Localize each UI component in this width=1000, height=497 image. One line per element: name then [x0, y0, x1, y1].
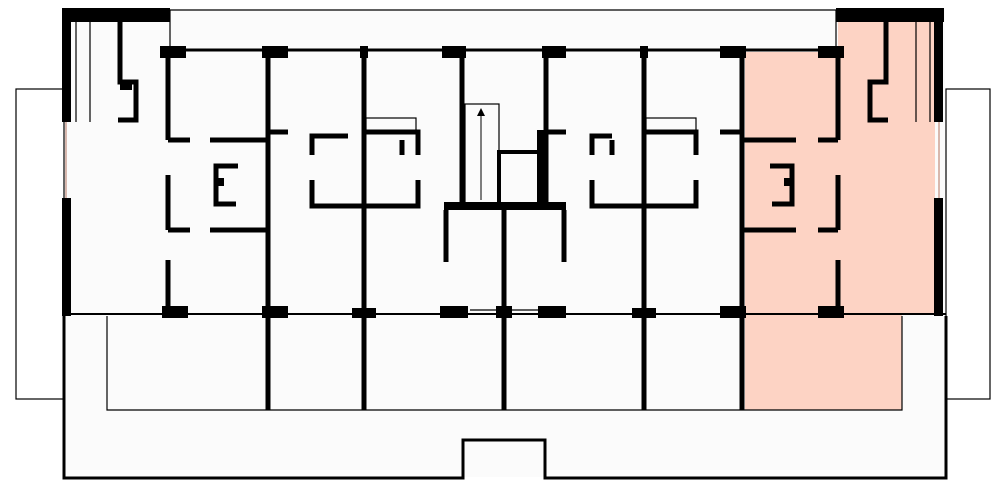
column-n3 — [360, 46, 368, 58]
e-bath-jamb — [784, 178, 794, 186]
u4-closet-left-b — [589, 180, 644, 209]
column-s6 — [538, 306, 566, 318]
east-unit-interior — [720, 129, 838, 233]
west-end-walls — [75, 16, 139, 123]
unit-4-interior — [546, 117, 699, 209]
east-wall-upper — [934, 10, 943, 122]
column-n6 — [640, 46, 648, 58]
w-bath-jamb — [214, 178, 224, 186]
column-s5 — [496, 306, 512, 318]
east-balcony — [945, 88, 991, 400]
stair-arrow-icon — [477, 108, 485, 116]
west-closet — [117, 16, 139, 123]
column-n5 — [542, 46, 566, 58]
unit-2-interior — [309, 117, 421, 209]
column-n2 — [262, 46, 288, 58]
core-wall-right — [537, 130, 546, 208]
u2-niche — [365, 117, 417, 133]
west-closet-jamb — [120, 84, 132, 90]
west-wall-lower — [62, 198, 71, 316]
central-core — [443, 50, 567, 311]
u4-niche — [645, 117, 697, 133]
u4-closet-left — [589, 133, 612, 155]
u2-closet-right-b — [364, 180, 421, 209]
core-bottom-wall — [444, 202, 566, 210]
column-n1 — [160, 46, 186, 58]
column-s9 — [818, 306, 844, 318]
column-n7 — [720, 46, 746, 58]
terrace-outline — [62, 316, 948, 480]
west-wall-upper — [62, 10, 71, 122]
north-wall-east — [836, 8, 944, 22]
column-s8 — [720, 306, 746, 318]
south-room-walls — [361, 312, 647, 410]
column-s1 — [162, 306, 188, 318]
column-s2 — [262, 306, 288, 318]
column-s4 — [440, 306, 468, 318]
u2-closet-left — [309, 133, 330, 155]
west-unit-interior — [168, 129, 288, 233]
u2-closet-left-b — [309, 180, 364, 209]
east-end-walls — [867, 16, 931, 123]
east-closet — [867, 16, 889, 123]
east-wall-lower — [934, 198, 943, 316]
u4-closet-right-b — [644, 180, 699, 209]
column-n8 — [818, 46, 844, 58]
north-wall-west — [62, 8, 170, 22]
west-balcony — [15, 88, 65, 400]
